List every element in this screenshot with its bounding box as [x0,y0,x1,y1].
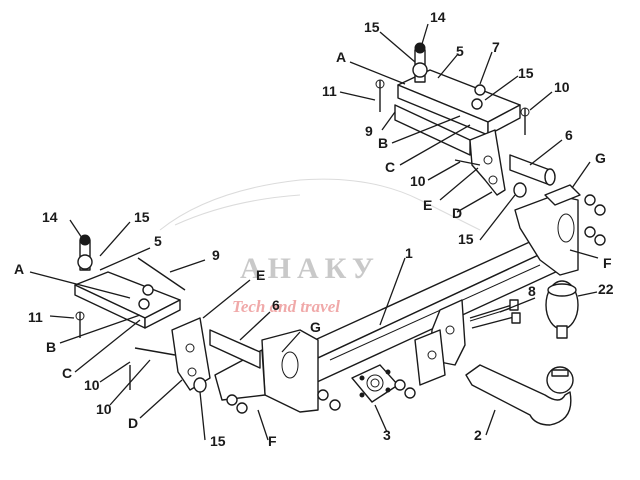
label-left-14: 14 [42,209,58,225]
label-left-C: C [62,365,72,381]
label-top-6: 6 [565,127,573,143]
ball-cap [545,280,579,339]
label-top-7: 7 [492,39,500,55]
label-top-9: 9 [365,123,373,139]
label-top-E: E [423,197,432,213]
label-top-10: 10 [554,79,570,95]
label-left-10: 10 [84,377,100,393]
label-left-11: 11 [28,309,43,325]
label-top-D: D [452,205,462,221]
label-top-14: 14 [430,9,446,25]
label-top-5: 5 [456,43,464,59]
label-top-10b: 10 [410,173,426,189]
label-top-B: B [378,135,388,151]
watermark-brand: АНАКУ [240,252,380,285]
label-top-G: G [595,150,606,166]
top-right-spacer-tube [394,104,556,186]
label-left-B: B [46,339,56,355]
fasteners [226,194,606,414]
part-labels: 14 15 A 5 7 15 11 10 9 B C 10 6 E D G 15… [14,9,614,449]
watermark-tagline: Tech and travel [232,297,340,316]
socket-plate [351,364,399,403]
tow-ball [465,364,574,426]
label-left-15: 15 [134,209,150,225]
center-hitch-bracket [414,299,466,386]
label-left-6: 6 [272,297,280,313]
label-left-10b: 10 [96,401,112,417]
label-top-15: 15 [364,19,380,35]
label-left-9: 9 [212,247,220,263]
left-side-plate [129,317,261,393]
label-mid-F: F [603,255,612,271]
leader-lines [29,23,599,441]
label-top-15b: 15 [518,65,534,81]
label-left-A: A [14,261,24,277]
right-end-bracket [514,184,581,276]
label-left-5: 5 [154,233,162,249]
label-left-G: G [310,319,321,335]
label-2: 2 [474,427,482,443]
label-left-F: F [268,433,277,449]
label-3: 3 [383,427,391,443]
label-mid-15: 15 [458,231,474,247]
top-right-side-plate [454,129,527,198]
label-left-15b: 15 [210,433,226,449]
left-front-mounting-bracket [74,234,186,338]
label-left-E: E [256,267,265,283]
label-8: 8 [528,283,536,299]
label-top-11: 11 [322,83,337,99]
label-top-A: A [336,49,346,65]
label-22: 22 [598,281,614,297]
label-top-C: C [385,159,395,175]
label-left-D: D [128,415,138,431]
watermark-car-icon [159,178,481,231]
label-mid-1: 1 [405,245,413,261]
